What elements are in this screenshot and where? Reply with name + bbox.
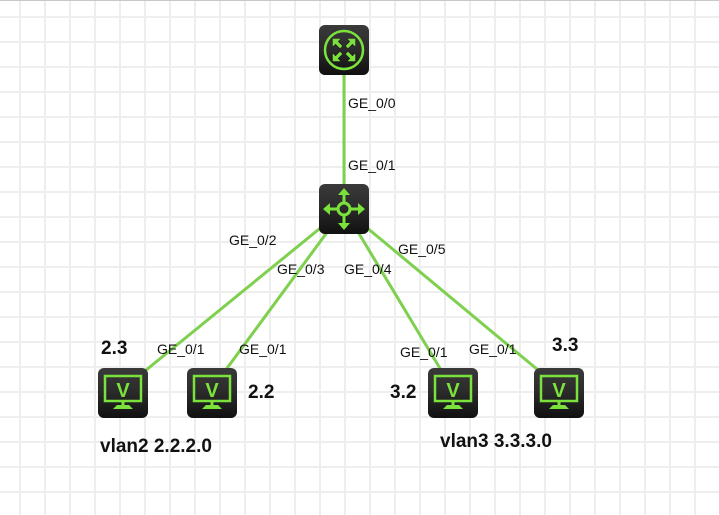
svg-text:V: V	[446, 380, 460, 402]
pc-icon: V	[433, 374, 473, 409]
switch-device[interactable]	[319, 184, 369, 234]
group-label-vlan3: vlan3 3.3.3.0	[440, 431, 552, 452]
pc-icon: V	[103, 374, 143, 409]
pc-icon: V	[192, 374, 232, 409]
canvas-top-border	[0, 0, 719, 1]
host-label-2-2: 2.2	[248, 382, 275, 403]
port-label-router-ge-0-0: GE_0/0	[348, 95, 396, 111]
switch-icon	[323, 188, 365, 230]
router-icon	[323, 29, 365, 71]
link-switch-host-3-3[interactable]	[347, 210, 545, 377]
port-label-host-2-2-ge-0-1: GE_0/1	[239, 341, 287, 357]
svg-text:V: V	[116, 380, 130, 402]
port-label-host-3-2-ge-0-1: GE_0/1	[400, 344, 448, 360]
port-label-switch-ge-0-3: GE_0/3	[277, 261, 325, 277]
link-switch-host-2-3[interactable]	[139, 210, 341, 377]
port-label-host-3-3-ge-0-1: GE_0/1	[469, 341, 517, 357]
host-label-3-3: 3.3	[552, 335, 579, 356]
host-label-3-2: 3.2	[390, 382, 417, 403]
port-label-switch-ge-0-1: GE_0/1	[348, 157, 396, 173]
port-label-host-2-3-ge-0-1: GE_0/1	[157, 341, 205, 357]
group-label-vlan2: vlan2 2.2.2.0	[100, 436, 212, 457]
pc-icon: V	[539, 374, 579, 409]
port-label-switch-ge-0-5: GE_0/5	[398, 241, 446, 257]
link-switch-host-2-2[interactable]	[220, 211, 344, 376]
host-2-3-device[interactable]: V	[98, 368, 148, 418]
router-device[interactable]	[319, 25, 369, 75]
host-label-2-3: 2.3	[101, 338, 128, 359]
link-switch-host-3-2[interactable]	[344, 211, 446, 376]
host-3-2-device[interactable]: V	[428, 368, 478, 418]
host-3-3-device[interactable]: V	[534, 368, 584, 418]
port-label-switch-ge-0-4: GE_0/4	[344, 261, 392, 277]
host-2-2-device[interactable]: V	[187, 368, 237, 418]
svg-text:V: V	[205, 380, 219, 402]
port-label-switch-ge-0-2: GE_0/2	[229, 232, 277, 248]
svg-text:V: V	[552, 380, 566, 402]
